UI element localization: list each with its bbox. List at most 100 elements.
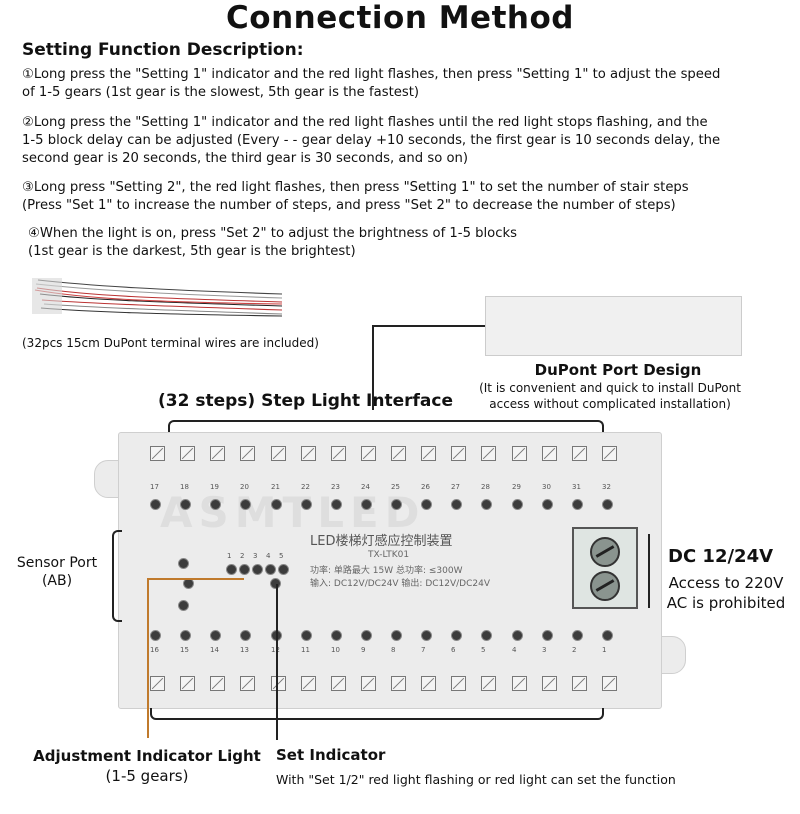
adjustment-indicator-label: Adjustment Indicator Light (1-5 gears)	[33, 747, 261, 785]
connector-line	[372, 325, 485, 327]
step-number-bottom: 4	[512, 646, 517, 654]
step-number-top: 26	[421, 483, 430, 491]
step-led-top	[210, 499, 221, 510]
step-led-top	[361, 499, 372, 510]
step-led-bottom	[361, 630, 372, 641]
gear-digit: 3	[253, 552, 258, 560]
step-number-top: 32	[602, 483, 611, 491]
step-number-bottom: 11	[301, 646, 310, 654]
bottom-wire-pad	[451, 676, 466, 691]
step-number-bottom: 8	[391, 646, 396, 654]
step-number-bottom: 6	[451, 646, 456, 654]
step-number-bottom: 7	[421, 646, 426, 654]
step-number-top: 23	[331, 483, 340, 491]
step-led-bottom	[180, 630, 191, 641]
power-brace	[648, 534, 650, 608]
bottom-wire-pad	[150, 676, 165, 691]
step-number-top: 31	[572, 483, 581, 491]
step-led-bottom	[602, 630, 613, 641]
step-led-bottom	[572, 630, 583, 641]
set-indicator-leader-line	[276, 584, 278, 740]
set-indicator-label: Set Indicator	[276, 746, 386, 764]
top-wire-pad	[421, 446, 436, 461]
step-led-top	[180, 499, 191, 510]
bottom-wire-pad	[301, 676, 316, 691]
step-led-top	[542, 499, 553, 510]
bottom-wire-pad	[210, 676, 225, 691]
instruction-4: ④When the light is on, press "Set 2" to …	[28, 226, 518, 259]
adjustment-leader-line	[242, 578, 244, 580]
step-light-interface-label: (32 steps) Step Light Interface	[158, 391, 454, 411]
sensor-led	[178, 600, 189, 611]
step-number-top: 21	[271, 483, 280, 491]
step-number-top: 24	[361, 483, 370, 491]
bottom-wire-pad	[542, 676, 557, 691]
instruction-2: ②Long press the "Setting 1" indicator an…	[22, 115, 721, 166]
top-wire-pad	[210, 446, 225, 461]
connector-line	[372, 325, 374, 410]
terminal-screw	[590, 537, 620, 567]
step-number-bottom: 5	[481, 646, 486, 654]
bottom-wire-pad	[180, 676, 195, 691]
gear-indicator-led	[265, 564, 276, 575]
step-led-bottom	[421, 630, 432, 641]
top-wire-pad	[271, 446, 286, 461]
top-wire-pad	[180, 446, 195, 461]
step-number-bottom: 10	[331, 646, 340, 654]
step-led-top	[271, 499, 282, 510]
step-number-bottom: 9	[361, 646, 366, 654]
top-wire-pad	[451, 446, 466, 461]
step-led-top	[572, 499, 583, 510]
wires-caption: (32pcs 15cm DuPont terminal wires are in…	[22, 336, 319, 350]
terminal-screw	[590, 571, 620, 601]
gear-digit: 4	[266, 552, 271, 560]
step-led-top	[602, 499, 613, 510]
gear-digit: 5	[279, 552, 284, 560]
board-spec-voltage: 输入: DC12V/DC24V 输出: DC12V/DC24V	[310, 579, 491, 589]
step-led-bottom	[210, 630, 221, 641]
controller-board	[118, 432, 662, 709]
top-wire-pad	[602, 446, 617, 461]
step-led-bottom	[331, 630, 342, 641]
top-wire-pad	[361, 446, 376, 461]
top-wire-pad	[150, 446, 165, 461]
bottom-wire-pad	[421, 676, 436, 691]
set-indicator-description: With "Set 1/2" red light flashing or red…	[276, 772, 676, 787]
step-number-bottom: 13	[240, 646, 249, 654]
gear-indicator-led	[239, 564, 250, 575]
step-led-top	[301, 499, 312, 510]
dupont-port-image	[485, 296, 742, 356]
bottom-wire-pad	[391, 676, 406, 691]
bottom-wire-pad	[572, 676, 587, 691]
step-number-top: 22	[301, 483, 310, 491]
step-number-top: 18	[180, 483, 189, 491]
dupont-description: (It is convenient and quick to install D…	[479, 381, 741, 411]
bottom-wire-pad	[240, 676, 255, 691]
step-number-top: 28	[481, 483, 490, 491]
top-wire-pad	[331, 446, 346, 461]
step-led-bottom	[542, 630, 553, 641]
top-wire-pad	[240, 446, 255, 461]
gear-indicator-led	[278, 564, 289, 575]
bottom-wire-pad	[271, 676, 286, 691]
step-led-top	[512, 499, 523, 510]
step-led-top	[150, 499, 161, 510]
bottom-wire-pad	[331, 676, 346, 691]
gear-indicator-led	[252, 564, 263, 575]
bottom-wire-pad	[512, 676, 527, 691]
board-model: TX-LTK01	[368, 550, 410, 560]
step-number-top: 17	[150, 483, 159, 491]
instruction-1: ①Long press the "Setting 1" indicator an…	[22, 67, 721, 100]
step-number-top: 19	[210, 483, 219, 491]
top-wire-pad	[481, 446, 496, 461]
step-led-bottom	[512, 630, 523, 641]
step-led-bottom	[240, 630, 251, 641]
adjustment-leader-line	[147, 578, 242, 580]
step-led-bottom	[481, 630, 492, 641]
top-wire-pad	[512, 446, 527, 461]
gear-digit: 2	[240, 552, 245, 560]
step-interface-brace	[168, 420, 604, 432]
step-led-top	[481, 499, 492, 510]
power-terminal-block	[572, 527, 638, 609]
power-voltage: DC 12/24V	[668, 546, 774, 567]
